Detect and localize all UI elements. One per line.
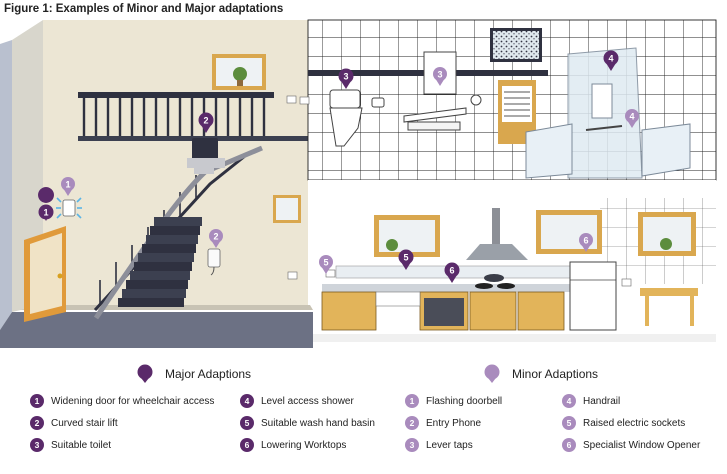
badge-major: 6 — [240, 438, 254, 452]
legend-item: 1 Widening door for wheelchair access — [30, 394, 214, 408]
legend-item: 2 Curved stair lift — [30, 416, 118, 430]
legend-label: Lowering Worktops — [261, 439, 347, 451]
legend-label: Flashing doorbell — [426, 395, 503, 407]
badge-minor: 2 — [405, 416, 419, 430]
svg-text:2: 2 — [213, 232, 218, 242]
legend-label: Handrail — [583, 395, 621, 407]
figure-title: Figure 1: Examples of Minor and Major ad… — [4, 3, 284, 15]
legend-label: Suitable wash hand basin — [261, 417, 375, 429]
badge-minor: 6 — [562, 438, 576, 452]
legend-item: 1 Flashing doorbell — [405, 394, 502, 408]
hallway-area — [0, 20, 313, 348]
svg-text:5: 5 — [323, 258, 328, 268]
major-legend-heading: Major Adaptions — [165, 367, 252, 381]
svg-text:3: 3 — [343, 72, 348, 82]
svg-text:4: 4 — [629, 112, 634, 122]
legend-label: Raised electric sockets — [583, 417, 686, 429]
badge-major: 5 — [240, 416, 254, 430]
minor-legend-heading: Minor Adaptions — [512, 367, 599, 381]
house-illustration: 1 1 2 2 3 3 4 4 5 5 — [0, 19, 717, 348]
legend-item: 2 Entry Phone — [405, 416, 481, 430]
legend-label: Specialist Window Opener — [583, 439, 701, 451]
marker-major-6: 6 — [444, 262, 460, 283]
marker-major-1: 1 — [38, 187, 55, 221]
staircase — [118, 217, 202, 307]
marker-major-4: 4 — [603, 50, 619, 71]
marker-major-5: 5 — [398, 249, 414, 270]
legend-label: Level access shower — [261, 395, 354, 407]
marker-minor-5: 5 — [319, 255, 333, 274]
marker-minor-3: 3 — [433, 67, 447, 86]
svg-text:6: 6 — [449, 266, 454, 276]
svg-text:4: 4 — [608, 54, 613, 64]
badge-major: 1 — [30, 394, 44, 408]
svg-text:5: 5 — [403, 253, 408, 263]
svg-text:3: 3 — [437, 70, 442, 80]
legend-item: 4 Level access shower — [240, 394, 354, 408]
legend-label: Widening door for wheelchair access — [51, 395, 215, 407]
legend-item: 6 Lowering Worktops — [240, 438, 346, 452]
minor-pin-icon — [484, 364, 500, 383]
badge-minor: 1 — [405, 394, 419, 408]
marker-minor-2: 2 — [209, 229, 223, 248]
legend-label: Curved stair lift — [51, 417, 118, 429]
badge-major: 2 — [30, 416, 44, 430]
stair-lift-chair — [187, 138, 225, 174]
kitchen-area — [313, 192, 716, 342]
bathroom-area — [299, 19, 717, 192]
marker-minor-6: 6 — [579, 233, 593, 252]
badge-major: 3 — [30, 438, 44, 452]
marker-major-2: 2 — [198, 112, 214, 133]
major-pin-icon — [137, 364, 153, 383]
shower-enclosure — [525, 47, 691, 179]
legend-label: Entry Phone — [426, 417, 482, 429]
badge-minor: 5 — [562, 416, 576, 430]
legend-item: 6 Specialist Window Opener — [562, 438, 700, 452]
legend-item: 4 Handrail — [562, 394, 620, 408]
svg-text:1: 1 — [65, 180, 70, 190]
legend-label: Suitable toilet — [51, 439, 112, 451]
marker-major-3: 3 — [338, 68, 354, 89]
marker-minor-4: 4 — [625, 109, 639, 128]
svg-text:1: 1 — [43, 208, 48, 218]
legend-item: 3 Lever taps — [405, 438, 473, 452]
svg-text:2: 2 — [203, 116, 208, 126]
svg-text:6: 6 — [583, 236, 588, 246]
badge-minor: 3 — [405, 438, 419, 452]
front-door — [24, 226, 66, 322]
marker-minor-1: 1 — [61, 177, 75, 196]
legend-item: 3 Suitable toilet — [30, 438, 111, 452]
legend-item: 5 Raised electric sockets — [562, 416, 685, 430]
badge-minor: 4 — [562, 394, 576, 408]
badge-major: 4 — [240, 394, 254, 408]
legend-item: 5 Suitable wash hand basin — [240, 416, 375, 430]
legend-label: Lever taps — [426, 439, 473, 451]
